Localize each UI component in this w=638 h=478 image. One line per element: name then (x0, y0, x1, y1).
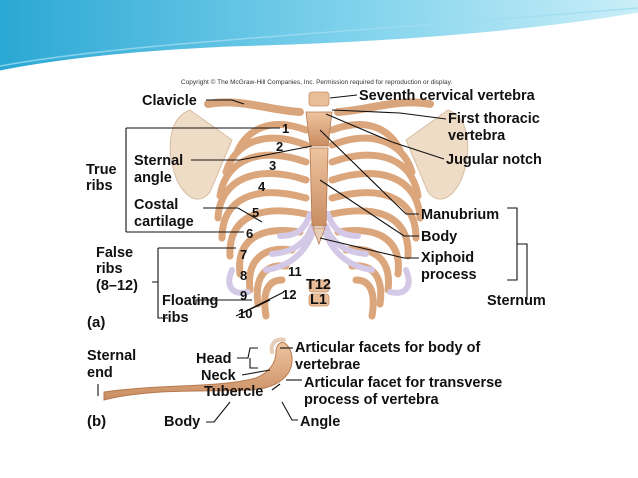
svg-text:end: end (87, 365, 113, 381)
label-articular-facets-line2: vertebrae (295, 357, 360, 373)
svg-text:Xiphoid: Xiphoid (421, 250, 474, 266)
rib-number: 12 (282, 287, 296, 302)
svg-text:cartilage: cartilage (134, 214, 194, 230)
label-floating-ribs-line2: ribs (162, 310, 189, 326)
rib-number: 6 (246, 226, 253, 241)
rib-number: 7 (240, 247, 247, 262)
label-false-ribs-line2: ribs (96, 261, 123, 277)
panel-b-letter: (b) (87, 413, 106, 430)
label-articular-facet-transverse-line2: process of vertebra (304, 392, 440, 408)
label-first-thoracic-line1: First thoracic (448, 111, 540, 127)
rib-number: 9 (240, 288, 247, 303)
rib-number: 2 (276, 139, 283, 154)
rib-number: 3 (269, 158, 276, 173)
label-first-thoracic-line2: vertebra (448, 128, 506, 144)
label-true-ribs-line1: True (86, 162, 117, 178)
label-false-ribs-line1: False (96, 245, 133, 261)
svg-text:process: process (421, 267, 477, 283)
svg-text:Articular facet for transverse: Articular facet for transverse (304, 375, 502, 391)
rib-number: 4 (258, 179, 266, 194)
label-clavicle: Clavicle (142, 93, 197, 109)
label-l1: L1 (310, 292, 327, 308)
svg-text:Costal: Costal (134, 197, 178, 213)
svg-text:ribs: ribs (162, 310, 189, 326)
svg-text:vertebra: vertebra (448, 128, 506, 144)
panel-a-leader-lines (125, 94, 528, 319)
label-manubrium: Manubrium (421, 207, 499, 223)
panel-a-labels: Clavicle Seventh cervical vertebra First… (86, 88, 546, 331)
label-t12: T12 (306, 277, 331, 293)
panel-b-leader-lines (97, 347, 302, 423)
label-seventh-cervical-vertebra: Seventh cervical vertebra (359, 88, 536, 104)
label-sternal-end-line2: end (87, 365, 113, 381)
svg-text:First thoracic: First thoracic (448, 111, 540, 127)
svg-text:vertebrae: vertebrae (295, 357, 360, 373)
label-sternum: Sternum (487, 293, 546, 309)
label-head: Head (196, 351, 231, 367)
panel-a-letter: (a) (87, 314, 105, 331)
label-floating-ribs-line1: Floating (162, 293, 218, 309)
rib-numbers: 1 2 3 4 5 6 7 8 9 10 11 12 (238, 121, 302, 321)
svg-text:(8–12): (8–12) (96, 278, 138, 294)
label-angle: Angle (300, 414, 340, 430)
copyright-notice: Copyright © The McGraw-Hill Companies, I… (181, 78, 452, 86)
label-articular-facets-line1: Articular facets for body of (295, 340, 480, 356)
label-sternal-angle-line2: angle (134, 170, 172, 186)
label-xiphoid-line1: Xiphoid (421, 250, 474, 266)
rib-number: 11 (288, 264, 302, 279)
svg-text:False: False (96, 245, 133, 261)
label-jugular-notch: Jugular notch (446, 152, 542, 168)
label-true-ribs-line2: ribs (86, 178, 113, 194)
header-decoration (0, 0, 638, 74)
label-sternal-angle-line1: Sternal (134, 153, 183, 169)
rib-number: 10 (238, 306, 252, 321)
svg-text:ribs: ribs (86, 178, 113, 194)
single-rib-illustration (103, 337, 293, 401)
svg-text:Floating: Floating (162, 293, 218, 309)
label-false-ribs-line3: (8–12) (96, 278, 138, 294)
rib-number: 1 (282, 121, 289, 136)
label-sternal-end-line1: Sternal (87, 348, 136, 364)
panel-b-labels: Sternal end Head Neck Tubercle Body Angl… (87, 340, 502, 430)
svg-text:angle: angle (134, 170, 172, 186)
label-costal-cartilage-line1: Costal (134, 197, 178, 213)
svg-text:True: True (86, 162, 117, 178)
label-sternum-body: Body (421, 229, 457, 245)
svg-text:Sternal: Sternal (134, 153, 183, 169)
label-costal-cartilage-line2: cartilage (134, 214, 194, 230)
sternum-bone (305, 111, 333, 246)
svg-text:Articular facets for body of: Articular facets for body of (295, 340, 480, 356)
label-articular-facet-transverse-line1: Articular facet for transverse (304, 375, 502, 391)
label-xiphoid-line2: process (421, 267, 477, 283)
label-neck: Neck (201, 368, 237, 384)
svg-text:process of vertebra: process of vertebra (304, 392, 440, 408)
svg-text:Sternal: Sternal (87, 348, 136, 364)
rib-number: 5 (252, 205, 259, 220)
svg-text:ribs: ribs (96, 261, 123, 277)
label-rib-body: Body (164, 414, 200, 430)
label-tubercle: Tubercle (204, 384, 263, 400)
rib-number: 8 (240, 268, 247, 283)
